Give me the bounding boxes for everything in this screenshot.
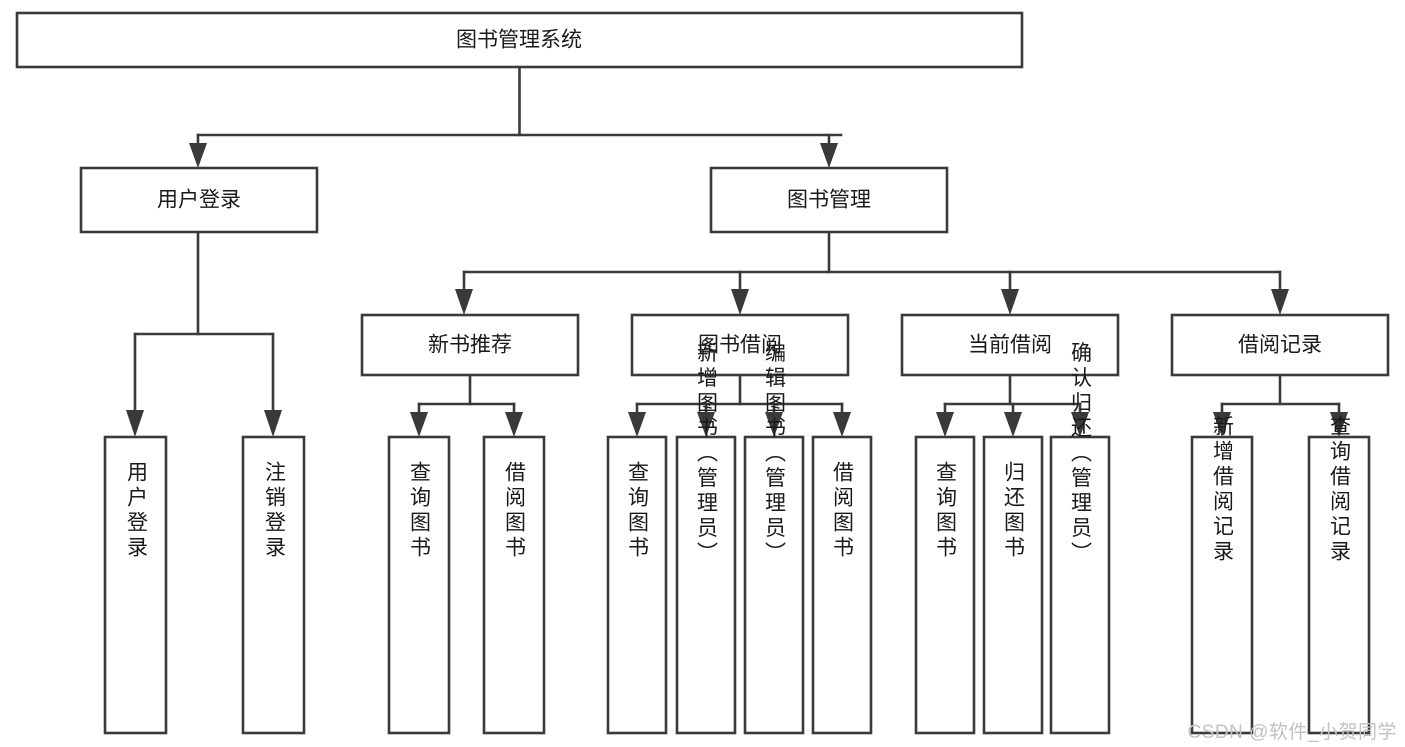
node-leaf-box[interactable] [675,435,737,735]
node-leaf-label: 归还图书 [1002,461,1026,561]
arrow-head-newbook-l2 [505,412,523,437]
node-book-borrow[interactable]: 图书借阅 [630,313,850,377]
arrow-head-borrowrecord-l2 [1330,412,1348,437]
node-root-label: 图书管理系统 [456,29,582,52]
node-leaf-label: 查询图书 [626,461,650,561]
node-leaf-borrow-record-1[interactable]: 新增借阅记录 [1190,415,1254,735]
arrow-head-bookborrow-l2 [697,412,715,437]
arrow-head-bookborrow-l3 [765,412,783,437]
node-leaf-label: 新增借阅记录 [1211,415,1235,565]
node-new-book-recommend-label: 新书推荐 [428,334,512,357]
arrow-head-bookmgmt [820,143,838,168]
arrow-head-bookborrow-l1 [628,412,646,437]
connector-group-bookborrow [628,373,851,437]
node-book-management-label: 图书管理 [787,189,871,212]
node-leaf-label: 编辑图书（管理员） [763,342,787,567]
node-borrow-record[interactable]: 借阅记录 [1170,313,1390,377]
node-leaf-box[interactable] [743,435,805,735]
node-book-management-box[interactable] [709,166,949,234]
node-user-login-label: 用户登录 [157,189,241,212]
node-borrow-record-box[interactable] [1170,313,1390,377]
node-user-login-box[interactable] [79,166,319,234]
node-book-borrow-box[interactable] [630,313,850,377]
node-leaf-box[interactable] [982,435,1044,735]
node-leaf-label: 查询借阅记录 [1328,415,1352,565]
node-borrow-record-label: 借阅记录 [1238,334,1322,357]
node-leaf-current-borrow-3[interactable]: 确认归还（管理员） [1049,342,1111,735]
arrow-head-borrowrecord [1271,289,1289,315]
node-leaf-label: 确认归还（管理员） [1069,342,1093,567]
arrow-head-borrowrecord-l1 [1213,412,1231,437]
node-leaf-box[interactable] [606,435,668,735]
node-book-management[interactable]: 图书管理 [709,166,949,234]
node-leaf-new-book-1[interactable]: 查询图书 [387,435,451,735]
node-leaf-box[interactable] [1190,435,1254,735]
node-leaf-box[interactable] [811,435,873,735]
node-leaf-box[interactable] [387,435,451,735]
node-current-borrow-box[interactable] [900,313,1120,377]
node-leaf-label: 查询图书 [934,461,958,561]
connector-group-newbook [410,373,523,437]
arrow-head-bookborrow-l4 [833,412,851,437]
node-leaf-label: 查询图书 [408,461,432,561]
node-leaf-book-borrow-2[interactable]: 新增图书（管理员） [675,342,737,735]
node-leaf-box[interactable] [103,435,168,735]
connector-group-borrowrecord [1213,373,1348,437]
node-leaf-book-borrow-1[interactable]: 查询图书 [606,435,668,735]
arrow-head-userlogin-leaf1 [126,410,144,437]
node-leaf-user-login-2[interactable]: 注销登录 [241,435,306,735]
connector-group-userlogin [126,230,282,437]
node-leaf-book-borrow-3[interactable]: 编辑图书（管理员） [743,342,805,735]
node-leaf-box[interactable] [1307,435,1371,735]
node-leaf-current-borrow-1[interactable]: 查询图书 [914,435,976,735]
node-leaf-label: 注销登录 [263,461,287,561]
node-root-system[interactable]: 图书管理系统 [15,11,1024,69]
node-new-book-recommend-box[interactable] [360,313,580,377]
node-book-borrow-label: 图书借阅 [698,334,782,357]
connector-group-root [189,65,843,168]
node-root-box[interactable] [15,11,1024,69]
node-leaf-box[interactable] [482,435,546,735]
node-leaf-borrow-record-2[interactable]: 查询借阅记录 [1307,415,1371,735]
node-leaf-new-book-2[interactable]: 借阅图书 [482,435,546,735]
node-leaf-box[interactable] [1049,435,1111,735]
arrow-head-bookborrow [731,289,749,315]
arrow-head-currentborrow-l2 [1004,412,1022,437]
node-leaf-box[interactable] [914,435,976,735]
arrow-head-userlogin [189,143,207,168]
node-user-login[interactable]: 用户登录 [79,166,319,234]
node-new-book-recommend[interactable]: 新书推荐 [360,313,580,377]
node-leaf-user-login-1[interactable]: 用户登录 [103,435,168,735]
arrow-head-currentborrow-l3 [1071,412,1089,437]
node-current-borrow-label: 当前借阅 [968,334,1052,357]
node-leaf-current-borrow-2[interactable]: 归还图书 [982,435,1044,735]
node-leaf-label: 借阅图书 [831,461,855,561]
node-leaf-book-borrow-4[interactable]: 借阅图书 [811,435,873,735]
connector-group-bookmgmt [455,230,1289,315]
arrow-head-currentborrow-l1 [936,412,954,437]
node-leaf-label: 用户登录 [125,461,149,561]
arrow-head-newbook [455,289,473,315]
arrow-head-newbook-l1 [410,412,428,437]
connector-group-currentborrow [936,373,1089,437]
node-leaf-label: 借阅图书 [503,461,527,561]
arrow-head-currentborrow [1001,289,1019,315]
node-current-borrow[interactable]: 当前借阅 [900,313,1120,377]
arrow-head-userlogin-leaf2 [264,410,282,437]
node-leaf-box[interactable] [241,435,306,735]
node-leaf-label: 新增图书（管理员） [695,342,719,567]
